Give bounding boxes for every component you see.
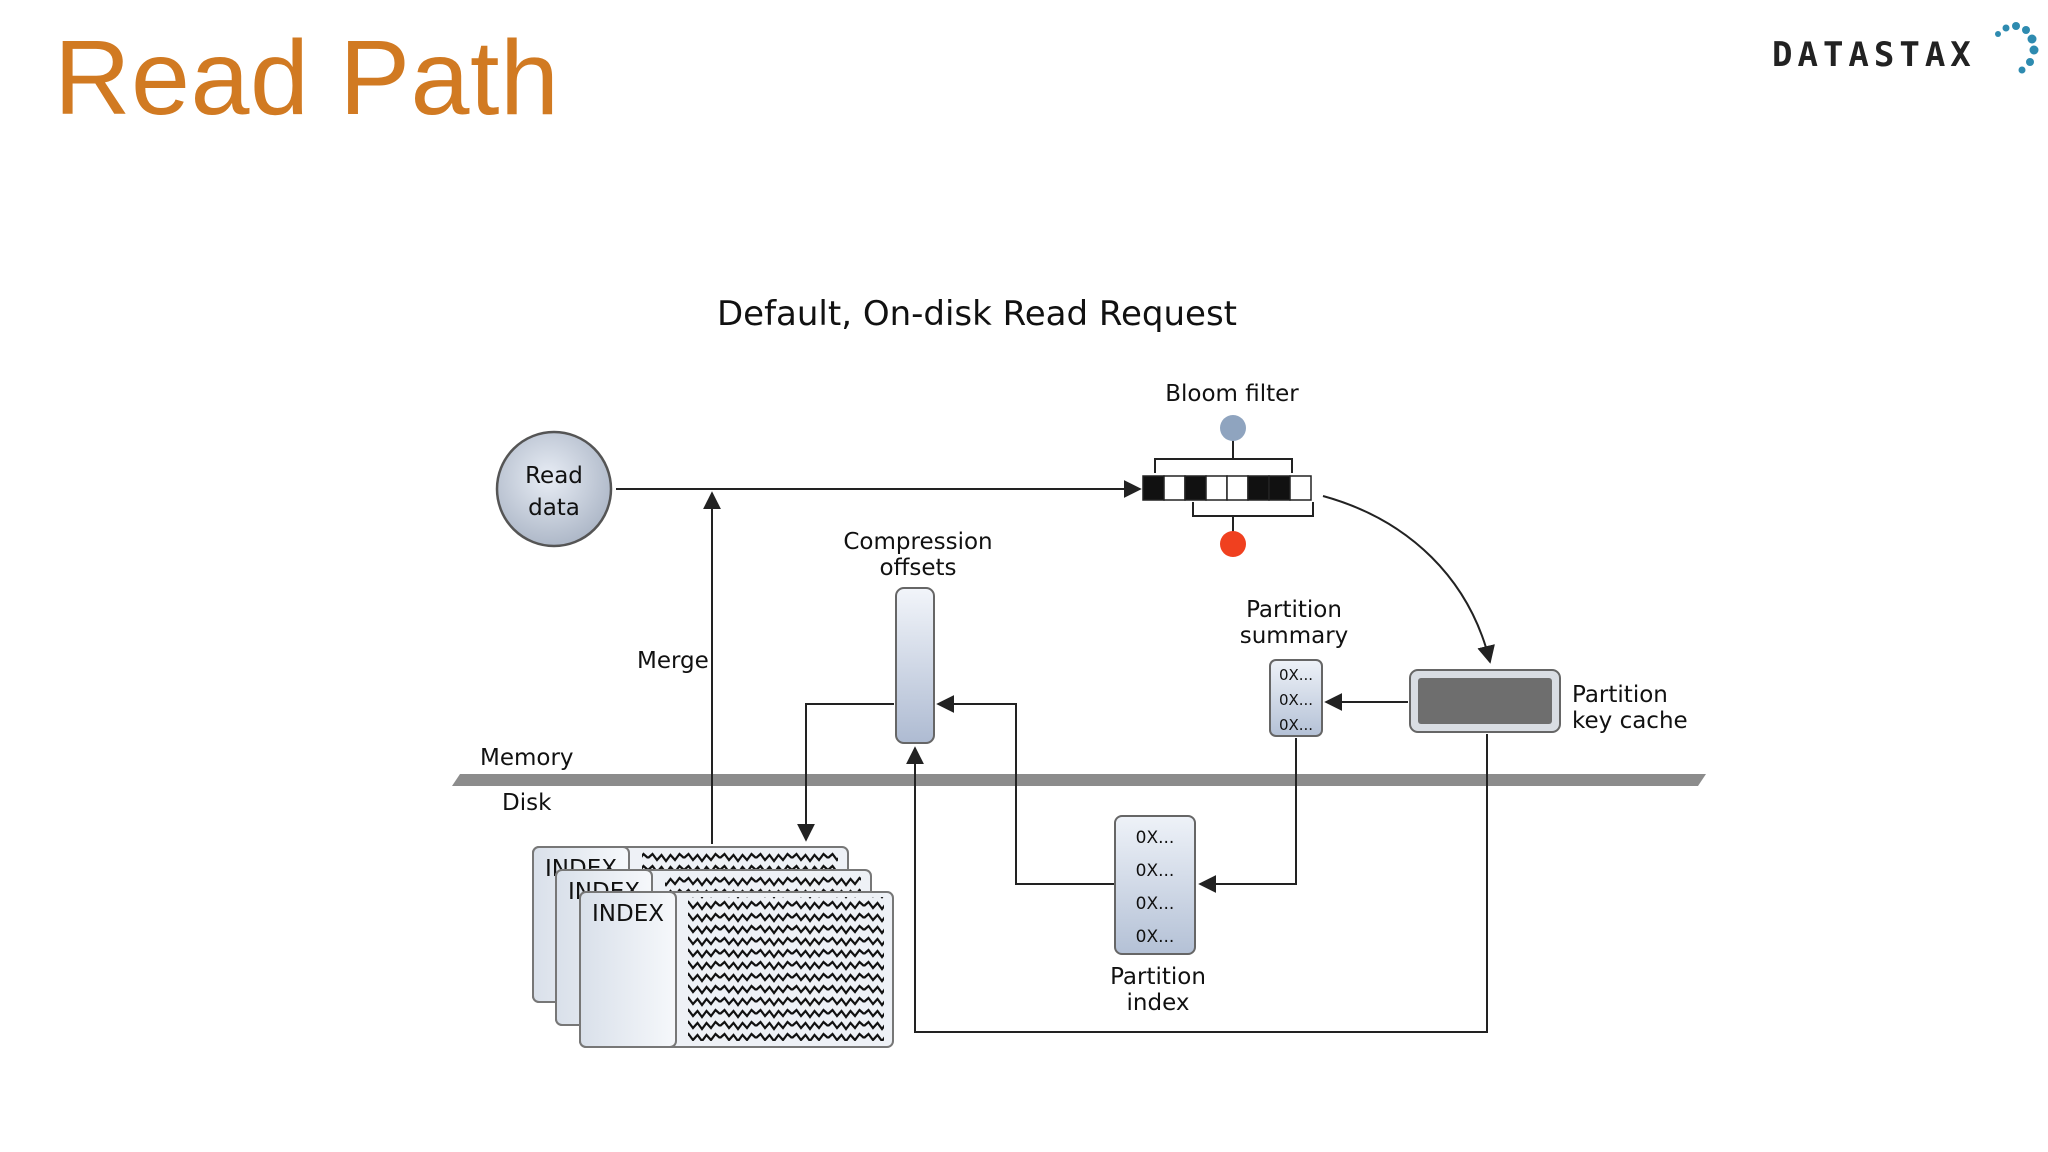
- logo-dot: [2029, 45, 2039, 55]
- arrow-keycache-to-compression: [906, 734, 1488, 1033]
- arrow-index-to-compression: [936, 695, 1114, 885]
- partition-key-cache: Partition key cache: [1409, 669, 1688, 734]
- bloom-filter-label: Bloom filter: [1165, 381, 1299, 407]
- partition-summary: Partition summary 0X... 0X... 0X...: [1240, 597, 1349, 737]
- compression-offsets: Compression offsets: [843, 529, 993, 744]
- memory-label: Memory: [480, 745, 574, 771]
- bloom-filter: Bloom filter: [1142, 381, 1314, 557]
- sstable-index-label: INDEX: [592, 901, 664, 927]
- summary-entry: 0X...: [1279, 666, 1313, 684]
- index-entry: 0X...: [1136, 828, 1175, 848]
- datastax-logo: DATASTAX: [1772, 22, 2039, 75]
- bloom-bit: [1226, 475, 1249, 501]
- summary-entry: 0X...: [1279, 716, 1313, 734]
- merge-label: Merge: [637, 648, 709, 674]
- bloom-bit: [1184, 475, 1207, 501]
- read-data-line-2: data: [528, 495, 580, 521]
- sstable-stack: INDEX INDEX INDEX: [532, 846, 894, 1048]
- index-entry: 0X...: [1136, 894, 1175, 914]
- compression-offsets-line-2: offsets: [879, 555, 956, 581]
- bloom-filter-bottom-dot: [1220, 531, 1246, 557]
- bloom-bit: [1205, 475, 1228, 501]
- index-entry: 0X...: [1136, 927, 1175, 947]
- partition-index: 0X... 0X... 0X... 0X... Partition index: [1110, 815, 1206, 1016]
- logo-dot: [2026, 58, 2034, 66]
- bloom-filter-bits: [1142, 475, 1312, 501]
- logo-dot: [1995, 31, 2001, 37]
- read-data-node: Read data: [495, 430, 613, 548]
- diagram-heading: Default, On-disk Read Request: [717, 294, 1237, 334]
- logo-dot: [2018, 66, 2026, 74]
- partition-summary-line-2: summary: [1240, 623, 1349, 649]
- arrow-bloom-to-keycache: [1322, 495, 1495, 664]
- bloom-bit: [1268, 475, 1291, 501]
- arrow-compression-to-sstable: [797, 703, 894, 842]
- arrow-summary-to-index: [1198, 738, 1297, 893]
- logo-text: DATASTAX: [1772, 35, 1976, 75]
- index-entry: 0X...: [1136, 861, 1175, 881]
- summary-entry: 0X...: [1279, 691, 1313, 709]
- logo-dot: [2027, 34, 2037, 44]
- logo-dot: [2012, 22, 2020, 30]
- compression-offsets-line-1: Compression: [843, 529, 992, 555]
- read-data-line-1: Read: [525, 463, 583, 489]
- bloom-bit: [1163, 475, 1186, 501]
- logo-dot: [2022, 26, 2030, 34]
- logo-dot: [2002, 24, 2010, 32]
- slide-title: Read Path: [54, 19, 560, 137]
- bloom-bit: [1247, 475, 1270, 501]
- logo-dots-icon: [1995, 22, 2039, 74]
- partition-key-cache-line-2: key cache: [1572, 708, 1688, 734]
- bloom-bit: [1142, 475, 1165, 501]
- bloom-filter-top-dot: [1220, 415, 1246, 441]
- partition-index-line-2: index: [1127, 990, 1190, 1016]
- memory-disk-divider: [452, 774, 1706, 786]
- bloom-bit: [1289, 475, 1312, 501]
- partition-summary-line-1: Partition: [1246, 597, 1342, 623]
- partition-key-cache-line-1: Partition: [1572, 682, 1668, 708]
- partition-index-line-1: Partition: [1110, 964, 1206, 990]
- disk-label: Disk: [502, 790, 552, 816]
- sstable-front: INDEX: [579, 891, 894, 1048]
